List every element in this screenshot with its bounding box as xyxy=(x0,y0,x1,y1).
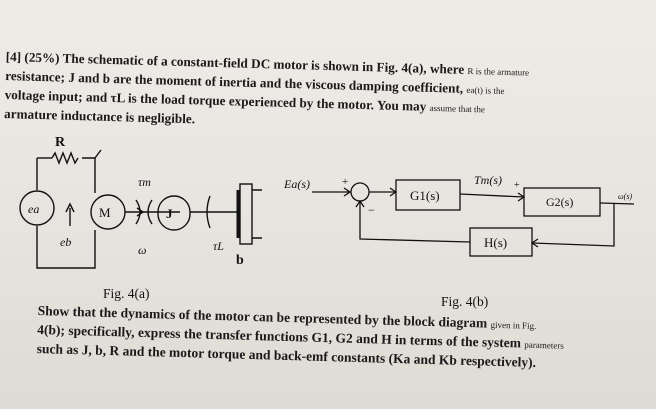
switch-mark xyxy=(94,149,102,159)
wire-bottom xyxy=(36,226,96,269)
fig-a-inertia-label: J xyxy=(166,206,173,221)
fig-b-h-label: H(s) xyxy=(484,235,507,250)
damper-cylinder xyxy=(239,183,253,245)
g1-block xyxy=(395,179,461,211)
g1-to-g2 xyxy=(459,193,525,198)
feedback-left xyxy=(359,201,471,243)
input-arrowhead xyxy=(343,187,352,197)
fig-a-resistor-label: R xyxy=(55,135,66,150)
fig-b-plus-2: + xyxy=(514,180,520,191)
fig-b-g2-label: G2(s) xyxy=(546,195,573,209)
resistor xyxy=(51,151,79,165)
output-line xyxy=(599,202,635,205)
fig-a-caption: Fig. 4(a) xyxy=(103,286,150,301)
feedback-arrowhead xyxy=(355,199,365,208)
fig-b-minus: − xyxy=(368,203,375,217)
fig-b-plus: + xyxy=(342,176,348,188)
wire-top-right xyxy=(82,157,96,193)
fig-a-schematic xyxy=(19,149,262,269)
fig-a-damper-label: b xyxy=(236,253,244,268)
speed-arc xyxy=(147,199,153,225)
fig-a-torque-label: τm xyxy=(138,175,151,189)
fig-b-block-diagram xyxy=(312,179,635,257)
fig-a-source-label: ea xyxy=(28,202,39,216)
fig-a-motor-label: M xyxy=(99,205,111,220)
question-line-1-tail: given in Fig. xyxy=(490,319,537,331)
inertia-body xyxy=(157,195,191,231)
voltage-source xyxy=(19,190,55,226)
fig-a-speed-label: ω xyxy=(138,243,146,257)
fig-a-load-torque-label: τL xyxy=(213,239,224,253)
fig-b-g1-label: G1(s) xyxy=(410,188,440,203)
summing-junction xyxy=(350,182,370,202)
fig-b-caption: Fig. 4(b) xyxy=(441,294,488,309)
torque-arc xyxy=(135,199,141,225)
damper-ground xyxy=(252,189,262,239)
fig-b-tm-label: Tm(s) xyxy=(474,173,502,187)
emf-arrowhead xyxy=(65,202,75,213)
fig-a-backemf-label: eb xyxy=(60,235,71,249)
load-torque-arc xyxy=(206,195,211,229)
g2-block xyxy=(523,187,601,217)
question-line-2-tail: parameters xyxy=(524,339,564,351)
fig-b-output-label: ω(s) xyxy=(618,192,632,201)
feedback-right xyxy=(531,204,615,247)
fig-b-input-label: Ea(s) xyxy=(283,177,310,191)
